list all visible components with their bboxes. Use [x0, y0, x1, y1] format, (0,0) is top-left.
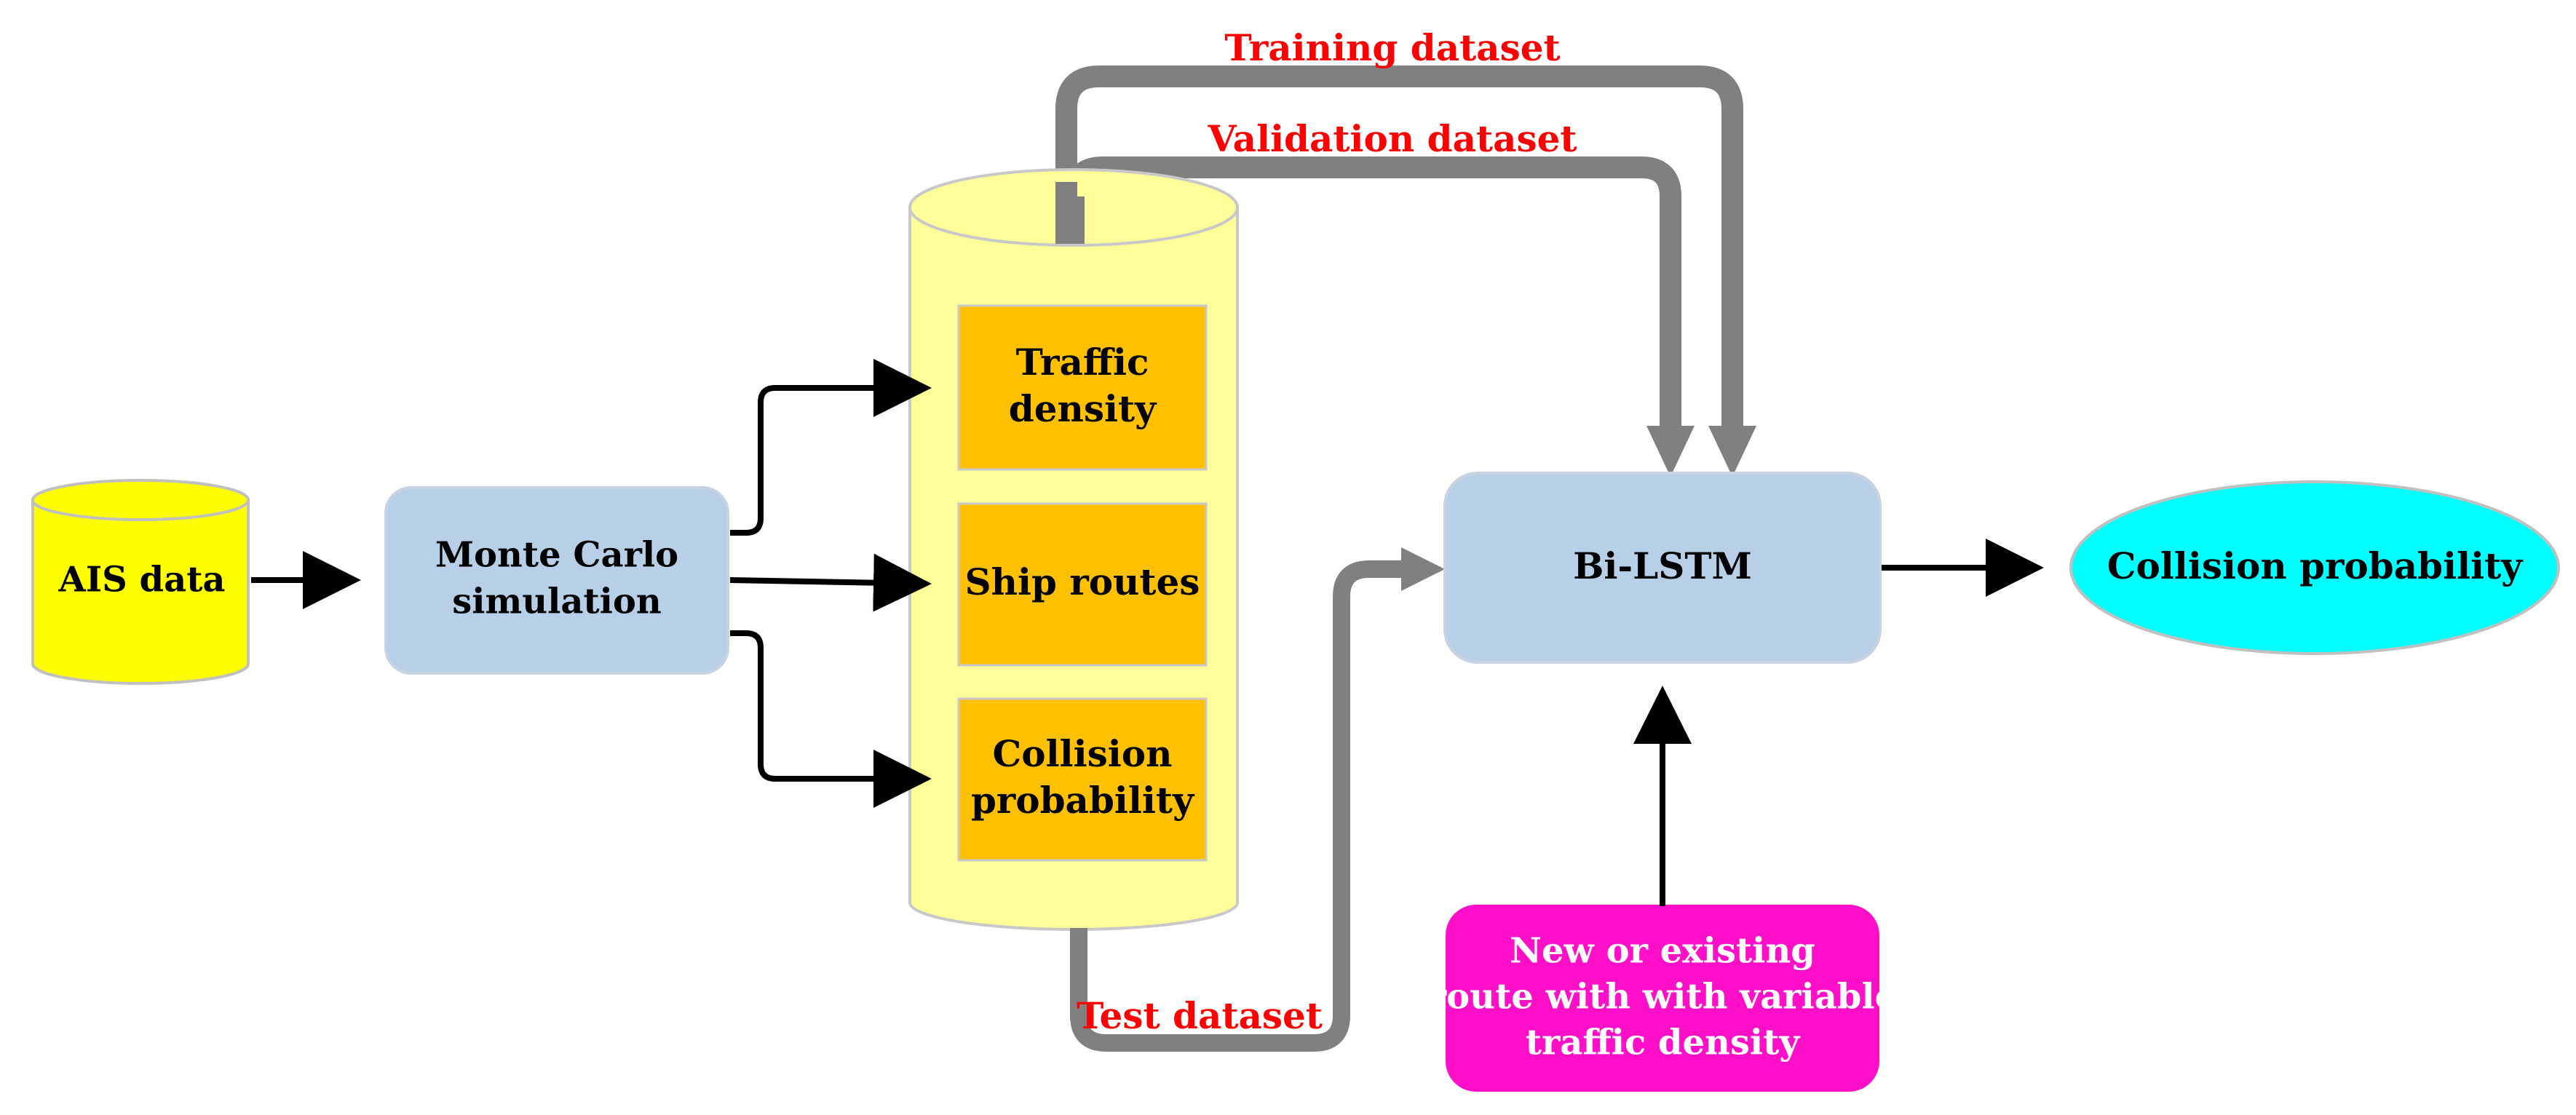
ship-routes-label: Ship routes	[965, 560, 1200, 603]
monte-carlo-node: Monte Carlo simulation	[384, 486, 729, 675]
new-route-label-line3: traffic density	[1526, 1023, 1802, 1063]
traffic-density-label-line1: Traffic	[1016, 341, 1149, 384]
monte-carlo-to-traffic-density-arrow	[730, 359, 932, 536]
collision-probability-store-line1: Collision	[993, 732, 1173, 775]
collision-probability-store-line2: probability	[971, 779, 1195, 822]
training-dataset-label: Training dataset	[1224, 26, 1560, 69]
test-dataset-arrow	[1070, 547, 1445, 1052]
monte-carlo-label-line2: simulation	[452, 582, 662, 622]
new-route-node: New or existing route with with variable…	[1428, 905, 1897, 1092]
collision-probability-output-node: Collision probability	[2069, 480, 2560, 655]
ais-data-node: AIS data	[31, 479, 250, 685]
bi-lstm-node: Bi-LSTM	[1443, 472, 1882, 664]
monte-carlo-to-collision-probability-arrow	[730, 630, 932, 808]
bi-lstm-label: Bi-LSTM	[1573, 544, 1752, 587]
collision-probability-output-label: Collision probability	[2107, 544, 2524, 587]
monte-carlo-to-ship-routes-arrow	[729, 553, 932, 612]
validation-dataset-label: Validation dataset	[1207, 117, 1577, 160]
traffic-density-label-line2: density	[1009, 387, 1157, 430]
ship-routes-node: Ship routes	[957, 502, 1208, 667]
traffic-density-node: Traffic density	[957, 304, 1208, 471]
test-dataset-label: Test dataset	[1077, 994, 1323, 1037]
new-route-label-line1: New or existing	[1510, 931, 1815, 972]
collision-probability-store-node: Collision probability	[957, 697, 1208, 862]
new-route-label-line2: route with with variable	[1428, 977, 1897, 1017]
training-dataset-arrow	[1055, 66, 1756, 477]
ais-data-label: AIS data	[58, 560, 225, 600]
pipe-stub-validation	[1063, 197, 1085, 244]
monte-carlo-label-line1: Monte Carlo	[435, 535, 678, 576]
